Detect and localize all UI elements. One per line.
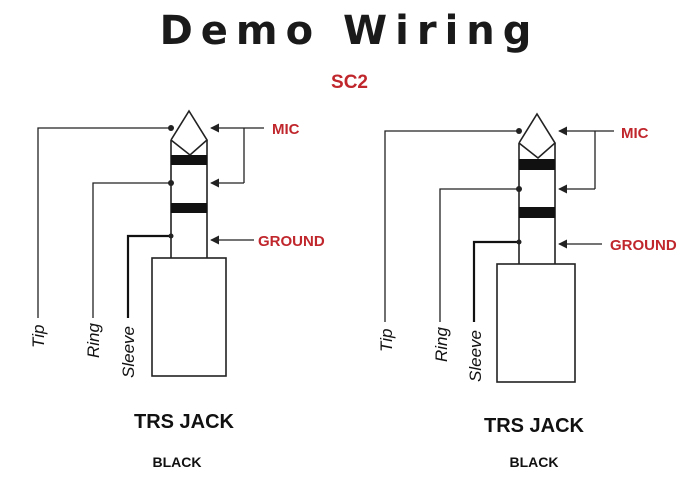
insulator-band-lower-2 (519, 207, 555, 218)
ground-label-1: GROUND (258, 233, 325, 250)
ring-wire-2 (439, 188, 519, 322)
insulator-band-upper-2 (519, 159, 555, 170)
sleeve-label-1: Sleeve (119, 326, 138, 378)
mic-label-1: MIC (272, 121, 300, 138)
tip-junction-2 (516, 128, 522, 134)
insulator-band-upper-1 (171, 155, 207, 165)
tip-wire-1 (37, 127, 171, 318)
ring-label-1: Ring (84, 322, 103, 358)
tip-junction-1 (168, 125, 174, 131)
ring-junction-2 (516, 186, 522, 192)
tip-wire-2 (384, 130, 519, 322)
ring-junction-1 (168, 180, 174, 186)
jack-tip-2 (518, 112, 557, 160)
jack-connector-1 (151, 109, 227, 377)
jack-color-label-1: BLACK (153, 454, 202, 470)
jack-connector-2 (496, 112, 576, 383)
trs-jack-diagram-1: MIC GROUND Tip Ring Sleeve TRS JACK BLAC… (29, 109, 325, 470)
sleeve-label-2: Sleeve (466, 330, 485, 382)
tip-label-1: Tip (29, 325, 48, 348)
ground-label-2: GROUND (610, 237, 677, 254)
tip-label-2: Tip (377, 329, 396, 352)
sleeve-wire-1 (126, 234, 171, 318)
jack-type-label-2: TRS JACK (484, 415, 585, 437)
jack-tip-1 (170, 109, 209, 157)
sleeve-junction-1 (168, 233, 174, 239)
diagram-subtitle: SC2 (331, 72, 368, 93)
ring-wire-1 (92, 182, 171, 318)
mic-label-2: MIC (621, 125, 649, 142)
diagram-title: Demo Wiring (159, 8, 540, 54)
ring-label-2: Ring (432, 326, 451, 362)
jack-type-label-1: TRS JACK (134, 411, 235, 433)
trs-jack-diagram-2: MIC GROUND Tip Ring Sleeve TRS JACK BLAC… (377, 112, 677, 470)
jack-sleeve-body-1 (151, 257, 227, 377)
sleeve-junction-2 (516, 239, 522, 245)
jack-color-label-2: BLACK (510, 454, 559, 470)
insulator-band-lower-1 (171, 203, 207, 213)
jack-sleeve-body-2 (496, 263, 576, 383)
sleeve-wire-2 (472, 240, 519, 322)
